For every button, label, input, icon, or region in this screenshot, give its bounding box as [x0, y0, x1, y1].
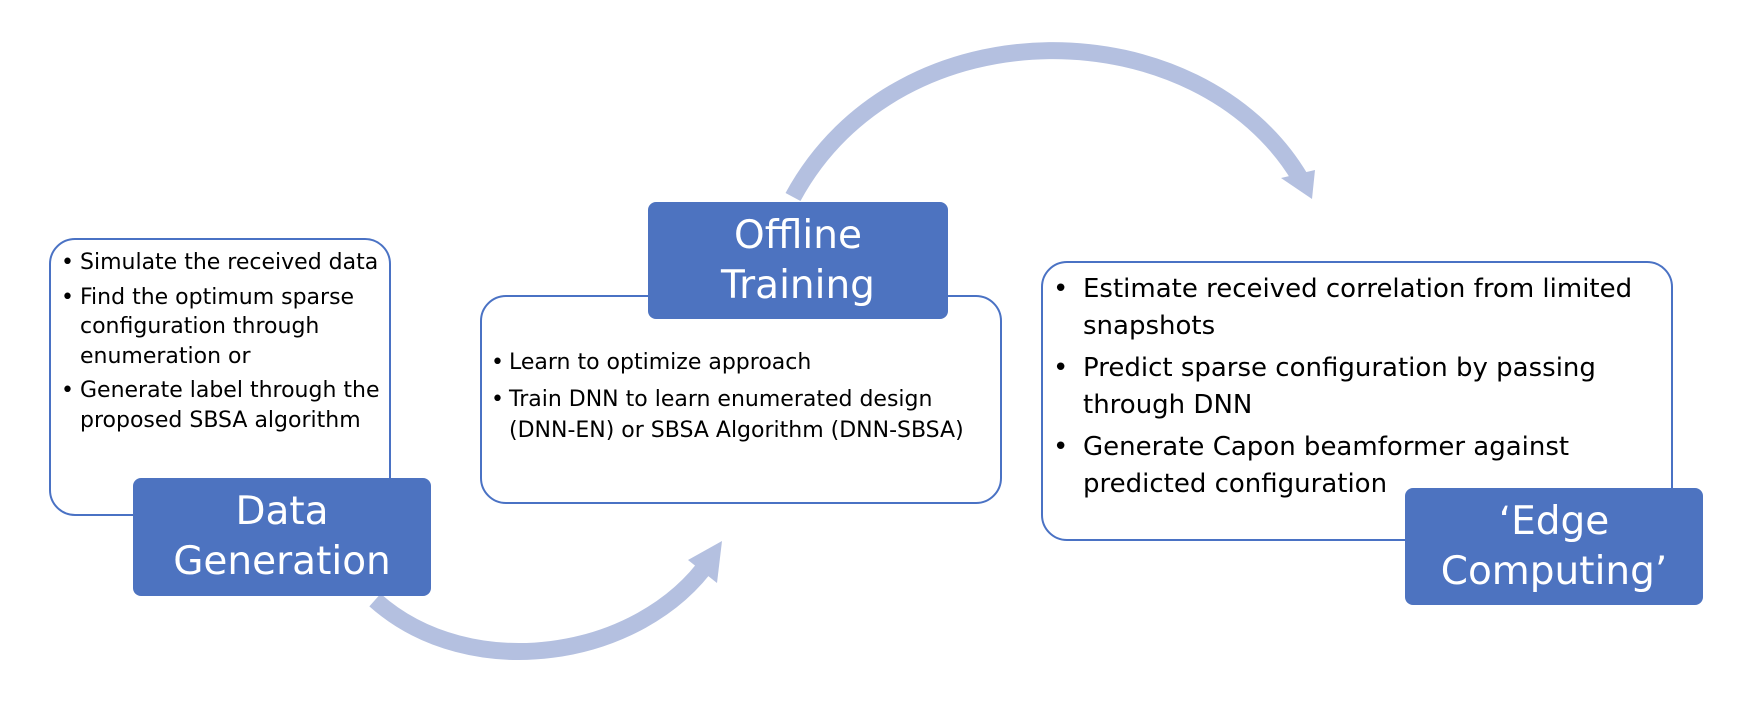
data-generation-label: Data Generation — [133, 478, 431, 596]
arrow-training-to-edge-icon — [785, 42, 1308, 202]
arrow-data-to-training-head-icon — [688, 541, 722, 583]
bullet-item: Simulate the received data — [61, 248, 387, 278]
label-line: Computing’ — [1440, 548, 1668, 594]
label-line: Training — [721, 262, 875, 308]
bullet-item: Train DNN to learn enumerated design (DN… — [491, 384, 991, 446]
edge-computing-label: ‘Edge Computing’ — [1405, 488, 1703, 605]
arrow-training-to-edge-head-icon — [1281, 170, 1315, 199]
bullet-item: Estimate received correlation from limit… — [1053, 271, 1667, 345]
offline-training-bullets: Learn to optimize approach Train DNN to … — [491, 347, 991, 452]
data-generation-bullets: Simulate the received data Find the opti… — [61, 248, 387, 440]
arrow-data-to-training-icon — [369, 555, 717, 660]
label-line: Generation — [173, 539, 391, 584]
edge-computing-bullets: Estimate received correlation from limit… — [1053, 271, 1667, 508]
bullet-item: Generate label through the proposed SBSA… — [61, 376, 387, 435]
bullet-item: Find the optimum sparse configuration th… — [61, 283, 387, 372]
label-line: Offline — [734, 212, 862, 258]
label-line: Data — [235, 489, 329, 534]
offline-training-card: Learn to optimize approach Train DNN to … — [480, 295, 1002, 504]
label-line: ‘Edge — [1498, 498, 1610, 544]
bullet-item: Generate Capon beamformer against predic… — [1053, 429, 1667, 503]
bullet-item: Learn to optimize approach — [491, 347, 991, 378]
bullet-item: Predict sparse configuration by passing … — [1053, 350, 1667, 424]
edge-computing-card: Estimate received correlation from limit… — [1041, 261, 1673, 541]
data-generation-card: Simulate the received data Find the opti… — [49, 238, 391, 516]
offline-training-label: Offline Training — [648, 202, 948, 319]
